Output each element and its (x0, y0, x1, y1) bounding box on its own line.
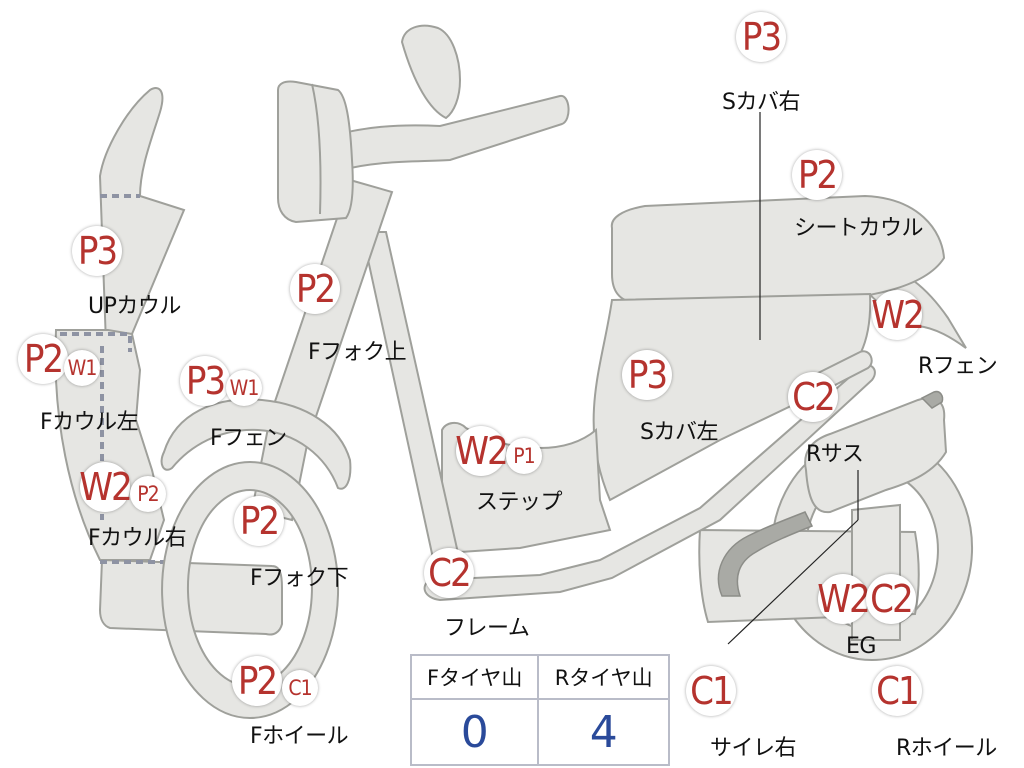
frame-down-tube-shape (360, 231, 462, 574)
badge-f-cowl-left-sub: W1 (64, 350, 100, 386)
badge-scover-right: P3 (736, 12, 786, 62)
mirror-shape (400, 24, 462, 120)
rear-axle-shape (920, 390, 944, 409)
handlebar-shape (316, 95, 570, 172)
front-cowl-right-shape (98, 558, 283, 636)
label-s-cover-left: Sカバ左 (640, 420, 718, 445)
badge-f-cowl-right: W2 (79, 462, 133, 512)
handle-grip-shape (277, 80, 354, 224)
badge-f-fender-sub: W1 (226, 370, 262, 406)
badge-seat-cowl: P2 (792, 150, 842, 200)
badge-r-sus: C2 (788, 372, 838, 422)
label-f-fender: Fフェン (210, 426, 287, 451)
badge-f-fender: P3 (180, 356, 230, 406)
badge-f-cowl-right-sub: P2 (130, 476, 166, 512)
label-r-fender: Rフェン (918, 354, 998, 379)
badge-r-wheel: C1 (872, 666, 922, 716)
badge-s-cover-left: P3 (622, 350, 672, 400)
side-cover-shape (592, 292, 872, 502)
up-cowl-shape (98, 87, 186, 346)
front-tire-header: Fタイヤ山 (409, 654, 540, 700)
label-r-sus: Rサス (806, 442, 864, 467)
rear-tire-header: Rタイヤ山 (537, 654, 670, 700)
badge-r-fender: W2 (871, 290, 925, 340)
label-f-fork-bottom: Fフォク下 (250, 566, 349, 591)
front-tire-value: 0 (409, 698, 540, 766)
badge-step-sub: P1 (506, 438, 542, 474)
badge-f-fork-top: P2 (290, 264, 340, 314)
label-eg: EG (846, 634, 876, 659)
label-up-cowl: UPカウル (88, 294, 181, 319)
label-f-fork-top: Fフォク上 (308, 340, 407, 365)
rear-suspension-shape (804, 397, 948, 514)
label-f-wheel: Fホイール (250, 724, 349, 749)
badge-f-wheel-sub: C1 (282, 670, 318, 706)
label-step: ステップ (476, 490, 563, 515)
badge-step: W2 (455, 426, 509, 476)
label-muffler-right: サイレ右 (710, 736, 797, 761)
label-f-cowl-left: Fカウル左 (40, 410, 139, 435)
badge-muffler-right: C1 (686, 666, 736, 716)
badge-f-fork-bottom: P2 (234, 496, 284, 546)
badge-eg-w: W2 (817, 574, 871, 624)
label-f-cowl-right: Fカウル右 (88, 526, 187, 551)
badge-f-cowl-left: P2 (18, 334, 68, 384)
label-frame: フレーム (444, 616, 530, 641)
rear-tire-value: 4 (537, 698, 670, 766)
badge-frame: C2 (424, 548, 474, 598)
label-r-wheel: Rホイール (896, 736, 997, 761)
label-seat-cowl: シートカウル (794, 216, 924, 241)
badge-up-cowl: P3 (72, 226, 122, 276)
label-scover-right: Sカバ右 (722, 90, 800, 115)
badge-f-wheel: P2 (232, 656, 282, 706)
muffler-pipe-shape (717, 511, 814, 597)
badge-eg-c: C2 (866, 574, 916, 624)
tire-tread-table: Fタイヤ山 Rタイヤ山 0 4 (409, 654, 670, 766)
